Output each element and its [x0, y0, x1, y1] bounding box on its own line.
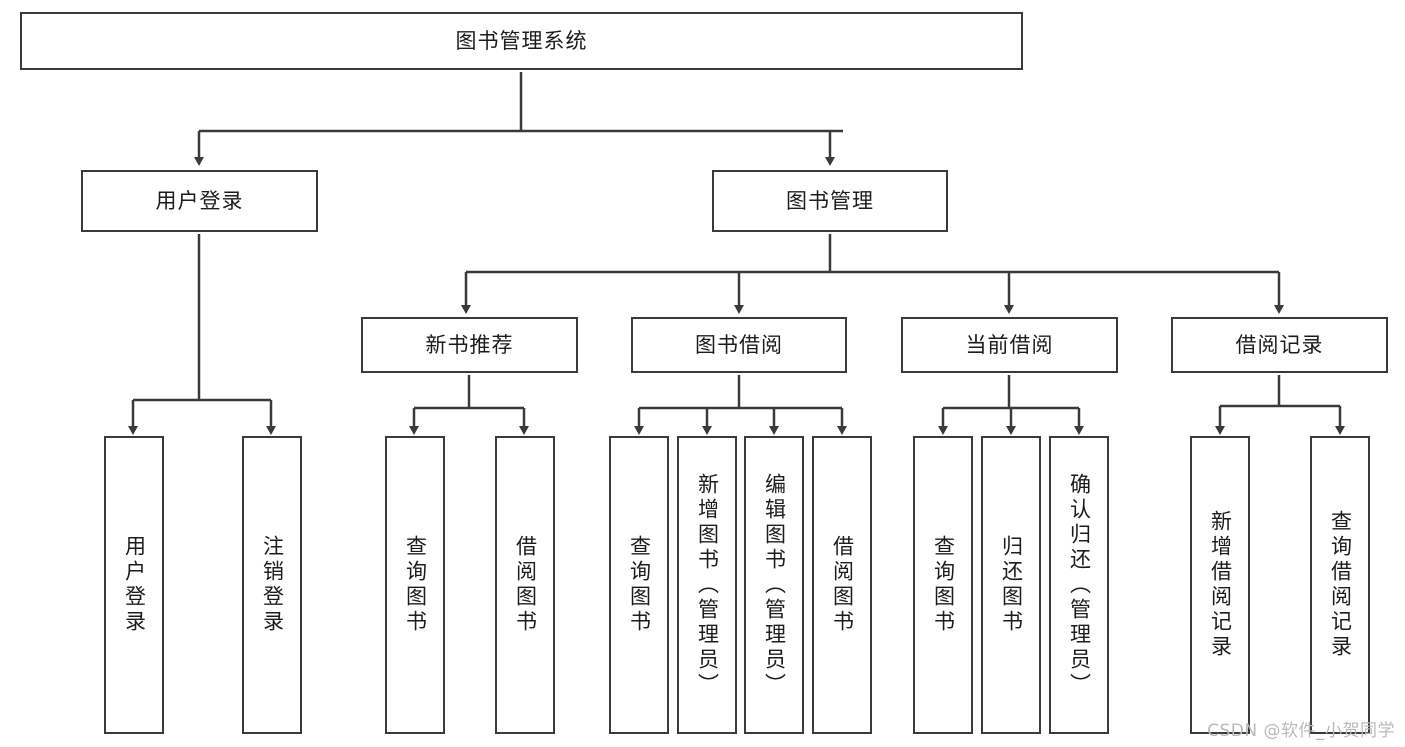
node-leaf-query-book-2[interactable]: 查询图书: [609, 436, 669, 734]
node-leaf-return-book[interactable]: 归还图书: [981, 436, 1041, 734]
node-leaf-logout-label: 注销登录: [260, 535, 285, 635]
node-root[interactable]: 图书管理系统: [20, 12, 1023, 70]
node-leaf-return-book-label: 归还图书: [999, 535, 1024, 635]
node-borrow-record[interactable]: 借阅记录: [1171, 317, 1388, 373]
node-leaf-confirm-return-label: 确认归还（管理员）: [1067, 472, 1092, 698]
node-book-borrow[interactable]: 图书借阅: [631, 317, 847, 373]
node-current-borrow-label: 当前借阅: [965, 332, 1054, 357]
node-leaf-borrow-book-1-label: 借阅图书: [513, 535, 538, 635]
node-user-login-label: 用户登录: [155, 188, 244, 213]
node-leaf-edit-book[interactable]: 编辑图书（管理员）: [744, 436, 804, 734]
node-leaf-query-record[interactable]: 查询借阅记录: [1310, 436, 1370, 734]
node-leaf-borrow-book-1[interactable]: 借阅图书: [495, 436, 555, 734]
node-leaf-confirm-return[interactable]: 确认归还（管理员）: [1049, 436, 1109, 734]
node-leaf-add-book-label: 新增图书（管理员）: [695, 472, 720, 698]
node-book-management-label: 图书管理: [786, 188, 874, 213]
node-leaf-borrow-book-2[interactable]: 借阅图书: [812, 436, 872, 734]
node-book-management[interactable]: 图书管理: [712, 170, 948, 232]
node-leaf-query-book-1-label: 查询图书: [403, 535, 428, 635]
node-user-login[interactable]: 用户登录: [81, 170, 318, 232]
node-leaf-borrow-book-2-label: 借阅图书: [830, 535, 855, 635]
node-leaf-query-book-2-label: 查询图书: [627, 535, 652, 635]
node-leaf-edit-book-label: 编辑图书（管理员）: [762, 472, 787, 698]
node-root-label: 图书管理系统: [455, 28, 588, 53]
node-leaf-add-record[interactable]: 新增借阅记录: [1190, 436, 1250, 734]
node-leaf-logout[interactable]: 注销登录: [242, 436, 302, 734]
node-leaf-user-login[interactable]: 用户登录: [104, 436, 164, 734]
node-current-borrow[interactable]: 当前借阅: [901, 317, 1118, 373]
node-leaf-query-book-3[interactable]: 查询图书: [913, 436, 973, 734]
node-leaf-query-record-label: 查询借阅记录: [1328, 510, 1353, 660]
node-book-borrow-label: 图书借阅: [695, 332, 783, 357]
node-new-book-recommend[interactable]: 新书推荐: [361, 317, 578, 373]
node-leaf-query-book-3-label: 查询图书: [931, 535, 956, 635]
node-leaf-add-book[interactable]: 新增图书（管理员）: [677, 436, 737, 734]
node-borrow-record-label: 借阅记录: [1235, 332, 1324, 357]
node-new-book-recommend-label: 新书推荐: [425, 332, 514, 357]
node-leaf-query-book-1[interactable]: 查询图书: [385, 436, 445, 734]
node-leaf-add-record-label: 新增借阅记录: [1208, 510, 1233, 660]
node-leaf-user-login-label: 用户登录: [122, 535, 147, 635]
